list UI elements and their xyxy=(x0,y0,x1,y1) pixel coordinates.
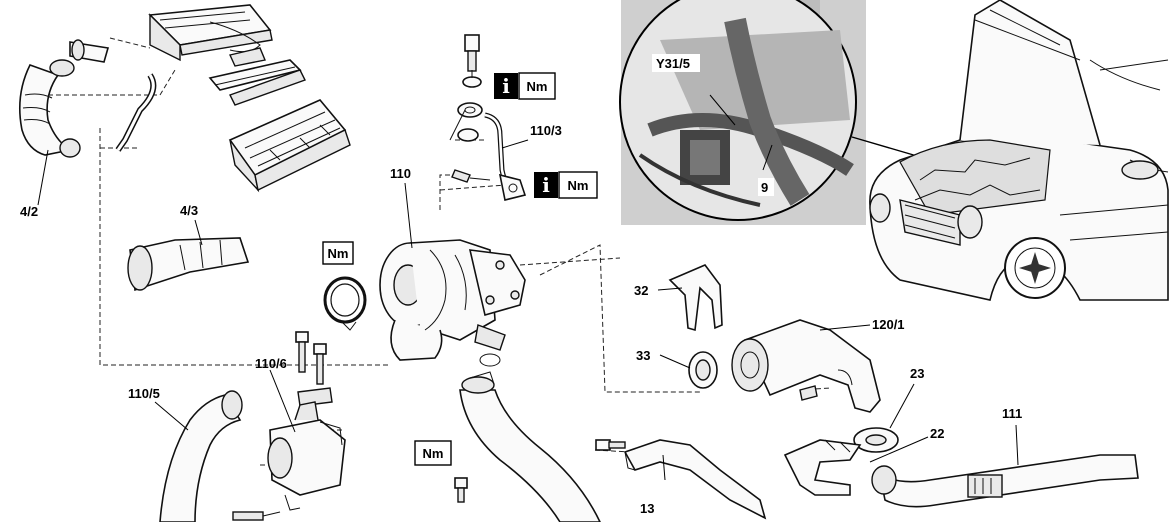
intake-hose-4-2 xyxy=(18,39,110,158)
intake-pipe-4-3 xyxy=(127,237,250,292)
exhaust-pipe xyxy=(454,371,601,522)
bracket-13 xyxy=(595,439,767,520)
torque-box-lower: Nm xyxy=(414,440,452,466)
info-torque-box-top: i Nm xyxy=(494,72,556,100)
seal-ring-33 xyxy=(659,351,718,389)
label-32: 32 xyxy=(634,283,648,298)
info-torque-box-mid: i Nm xyxy=(534,171,598,199)
gasket-23 xyxy=(853,383,915,453)
inset-photo xyxy=(619,0,866,225)
car-illustration xyxy=(869,0,1169,301)
mounting-bolts xyxy=(295,331,333,407)
label-33: 33 xyxy=(636,348,650,363)
label-110-6: 110/6 xyxy=(255,356,287,371)
svg-text:9: 9 xyxy=(761,180,768,195)
leader-lines xyxy=(37,109,466,433)
svg-text:i: i xyxy=(502,74,510,98)
svg-text:Y31/5: Y31/5 xyxy=(656,56,690,71)
svg-text:i: i xyxy=(542,173,550,197)
label-110-5: 110/5 xyxy=(128,386,160,401)
oil-line-110-3 xyxy=(451,112,529,201)
svg-text:Nm: Nm xyxy=(328,246,349,261)
bolt-washer-stack xyxy=(457,34,483,142)
turbocharger-110 xyxy=(379,239,526,361)
catalytic-converter-120-1 xyxy=(731,319,881,413)
heat-shield-22 xyxy=(783,436,929,496)
hose-clamp xyxy=(323,276,367,331)
valve-housing-110-6 xyxy=(232,401,346,521)
label-4-2: 4/2 xyxy=(20,204,38,219)
label-120-1: 120/1 xyxy=(872,317,905,332)
exhaust-pipe-111 xyxy=(871,424,1139,508)
air-filter-housing xyxy=(109,4,351,193)
inset-label-9: 9 xyxy=(758,178,774,196)
svg-text:Nm: Nm xyxy=(527,79,548,94)
svg-text:Nm: Nm xyxy=(568,178,589,193)
turbo-gaskets xyxy=(439,184,506,367)
label-13: 13 xyxy=(640,501,654,516)
retaining-clip-32 xyxy=(657,264,723,332)
label-110-3: 110/3 xyxy=(530,123,562,138)
label-23: 23 xyxy=(910,366,924,381)
label-4-3: 4/3 xyxy=(180,203,198,218)
label-22: 22 xyxy=(930,426,944,441)
inset-label-y31-5: Y31/5 xyxy=(652,54,700,72)
label-110: 110 xyxy=(390,166,411,181)
torque-box-left: Nm xyxy=(322,241,354,265)
svg-text:Nm: Nm xyxy=(423,446,444,461)
charge-air-pipe-110-5 xyxy=(159,390,243,522)
label-111: 111 xyxy=(1002,406,1022,421)
